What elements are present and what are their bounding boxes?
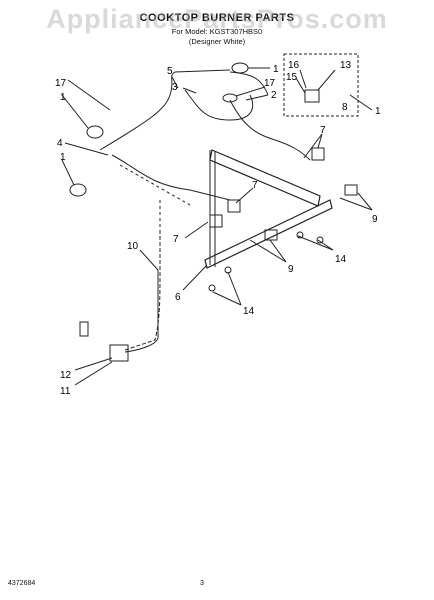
valve-right [344, 184, 358, 196]
color-line: (Designer White) [188, 37, 246, 46]
callout-1-top: 1 [273, 64, 279, 75]
model-line: For Model: KGST307HBS0 [171, 27, 263, 36]
doc-number: 4372684 [8, 580, 36, 587]
valve-upper-right [311, 147, 325, 161]
callout-4: 4 [57, 138, 63, 149]
valve-center-lower [209, 214, 223, 228]
screw-1 [296, 231, 304, 239]
callout-7-left: 7 [173, 234, 179, 245]
callout-10: 10 [127, 241, 139, 252]
callout-14-right: 14 [335, 254, 347, 265]
screw-2 [316, 236, 324, 244]
gas-tube-right [229, 99, 311, 161]
callout-1-lower-left: 1 [60, 152, 66, 163]
burner-head-top [231, 62, 249, 74]
burner-head-mid [222, 93, 238, 103]
valve-inset [304, 89, 320, 103]
callout-2: 2 [271, 90, 277, 101]
dashed-link-2 [119, 164, 191, 206]
callout-17-left: 17 [55, 78, 67, 89]
callout-12: 12 [60, 370, 72, 381]
valve-lower [264, 229, 278, 241]
callout-1-right: 1 [375, 106, 381, 117]
callout-7-center: 7 [252, 180, 258, 191]
burner-head-left-lower [69, 183, 87, 197]
callout-9-right: 9 [372, 214, 378, 225]
callout-13: 13 [340, 60, 352, 71]
gas-tube-left-lower [111, 154, 231, 201]
gas-tube-left [99, 69, 231, 151]
callout-14-lower: 14 [243, 306, 255, 317]
inset-box [283, 53, 359, 117]
page-title: COOKTOP BURNER PARTS [139, 12, 295, 24]
callout-11: 11 [60, 386, 71, 397]
callout-6: 6 [175, 292, 181, 303]
manifold-bar [209, 149, 321, 207]
feed-tube [124, 230, 161, 351]
callout-8: 8 [342, 102, 348, 113]
callout-7-upper: 7 [320, 125, 326, 136]
valve-center [227, 199, 241, 213]
callout-17-right: 17 [264, 78, 276, 89]
bracket [79, 321, 89, 337]
callout-1-left: 1 [60, 92, 66, 103]
feed-tube-solid [124, 270, 159, 353]
callout-5: 5 [167, 66, 173, 77]
gas-tube-mid [184, 89, 253, 121]
watermark: AppliancePartsPros.com [46, 4, 388, 34]
burner-head-left [86, 125, 104, 139]
screw-4 [208, 284, 216, 292]
lower-manifold [204, 199, 333, 269]
regulator [109, 344, 129, 362]
callout-16: 16 [288, 60, 300, 71]
callout-15: 15 [286, 72, 298, 83]
callout-9-center: 9 [288, 264, 294, 275]
manifold-rail [209, 150, 216, 267]
page-number: 3 [200, 580, 204, 587]
callout-3: 3 [172, 82, 178, 93]
